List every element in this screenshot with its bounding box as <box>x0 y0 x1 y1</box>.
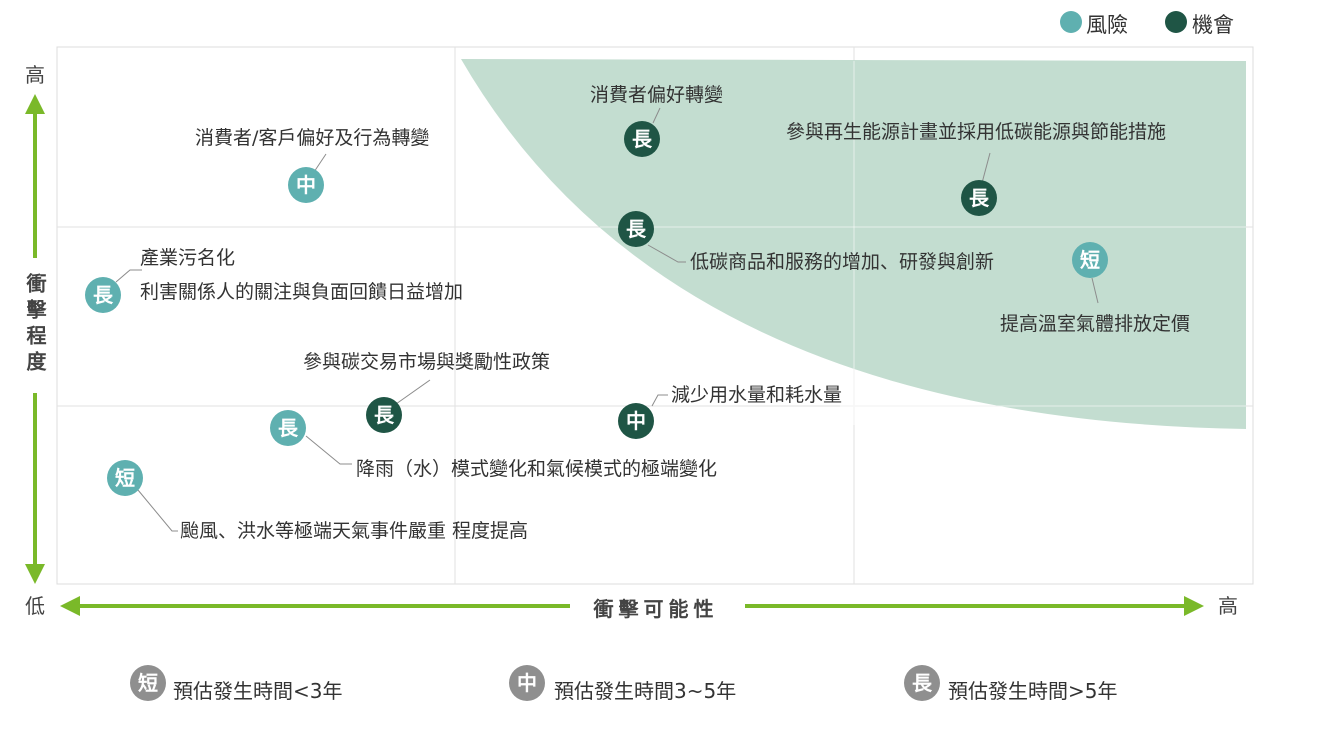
opportunity-marker <box>624 121 660 157</box>
opportunity-term: 長 <box>969 186 990 210</box>
time-legend-marker <box>904 665 940 701</box>
risk-item: 中 消費者/客戶偏好及行為轉變 <box>195 127 429 203</box>
y-axis-high-label: 高 <box>25 63 45 87</box>
risk-label: 消費者/客戶偏好及行為轉變 <box>195 127 429 149</box>
time-legend-term: 短 <box>138 671 158 695</box>
risk-term: 短 <box>115 466 135 490</box>
opportunity-item: 長 參與再生能源計畫並採用低碳能源與節能措施 <box>786 121 1166 216</box>
time-legend-item: 中 預估發生時間3~5年 <box>509 665 736 703</box>
risk-marker <box>1072 242 1108 278</box>
time-legend-marker <box>130 665 166 701</box>
axis-low-label: 低 <box>25 594 45 618</box>
opportunity-label: 減少用水量和耗水量 <box>671 384 842 406</box>
risk-legend-label: 風險 <box>1086 13 1128 37</box>
opportunity-item: 長 參與碳交易市場與獎勵性政策 <box>303 351 550 433</box>
risk-item: 短 颱風、洪水等極端天氣事件嚴重 程度提高 <box>107 460 528 542</box>
opportunity-term: 中 <box>626 409 646 433</box>
risk-item: 長 降雨（水）模式變化和氣候模式的極端變化 <box>270 410 717 480</box>
opportunity-marker <box>366 397 402 433</box>
time-legend-item: 長 預估發生時間>5年 <box>904 665 1117 703</box>
risk-term: 長 <box>278 416 299 440</box>
risk-marker <box>288 167 324 203</box>
risk-label: 提高溫室氣體排放定價 <box>1000 313 1190 335</box>
time-legend-term: 中 <box>517 671 537 695</box>
leader-lines <box>115 107 1099 532</box>
y-axis-label: 衝擊程度 <box>23 272 47 377</box>
risk-legend-swatch <box>1060 11 1082 33</box>
opportunity-term: 長 <box>626 217 647 241</box>
risk-marker <box>85 277 121 313</box>
risk-term: 長 <box>93 283 114 307</box>
opportunity-legend-swatch <box>1165 11 1187 33</box>
x-axis: 衝擊可能性 高 <box>60 594 1238 621</box>
risk-term: 中 <box>296 173 316 197</box>
legend: 風險 機會 <box>1060 11 1234 37</box>
risk-marker <box>270 410 306 446</box>
time-legend-item: 短 預估發生時間<3年 <box>130 665 342 703</box>
opportunity-term: 長 <box>632 127 653 151</box>
opportunity-label: 參與再生能源計畫並採用低碳能源與節能措施 <box>786 121 1166 143</box>
opportunity-label: 低碳商品和服務的增加、研發與創新 <box>690 251 994 273</box>
x-axis-label: 衝擊可能性 <box>593 597 719 621</box>
risk-label: 利害關係人的關注與負面回饋日益增加 <box>140 281 463 303</box>
time-legend-term: 長 <box>912 671 933 695</box>
time-legend-label: 預估發生時間>5年 <box>948 679 1117 703</box>
opportunity-legend-label: 機會 <box>1192 13 1234 37</box>
opportunity-marker <box>961 180 997 216</box>
opportunity-marker <box>618 211 654 247</box>
risk-label: 颱風、洪水等極端天氣事件嚴重 程度提高 <box>180 520 528 542</box>
risk-term: 短 <box>1080 248 1100 272</box>
opportunity-marker <box>618 403 654 439</box>
opportunity-item: 長 消費者偏好轉變 <box>590 84 723 157</box>
risk-label: 降雨（水）模式變化和氣候模式的極端變化 <box>356 458 717 480</box>
opportunity-term: 長 <box>374 403 395 427</box>
x-axis-high-label: 高 <box>1218 594 1238 618</box>
opportunity-item: 中 減少用水量和耗水量 <box>618 384 842 439</box>
time-legend: 短 預估發生時間<3年 中 預估發生時間3~5年 長 預估發生時間>5年 <box>130 665 1117 703</box>
time-legend-label: 預估發生時間3~5年 <box>554 679 736 703</box>
opportunity-label: 參與碳交易市場與獎勵性政策 <box>303 351 550 373</box>
risk-label: 產業污名化 <box>140 247 235 269</box>
y-axis: 衝擊程度 高 <box>23 63 47 584</box>
risk-item: 短 提高溫室氣體排放定價 <box>1000 242 1190 335</box>
risk-marker <box>107 460 143 496</box>
opportunity-label: 消費者偏好轉變 <box>590 84 723 106</box>
opportunity-item: 長 低碳商品和服務的增加、研發與創新 <box>618 211 994 273</box>
matrix-items: 中 消費者/客戶偏好及行為轉變 長 產業污名化 利害關係人的關注與負面回饋日益增… <box>85 84 1190 542</box>
time-legend-label: 預估發生時間<3年 <box>173 679 342 703</box>
time-legend-marker <box>509 665 545 701</box>
risk-item: 長 產業污名化 利害關係人的關注與負面回饋日益增加 <box>85 247 463 313</box>
